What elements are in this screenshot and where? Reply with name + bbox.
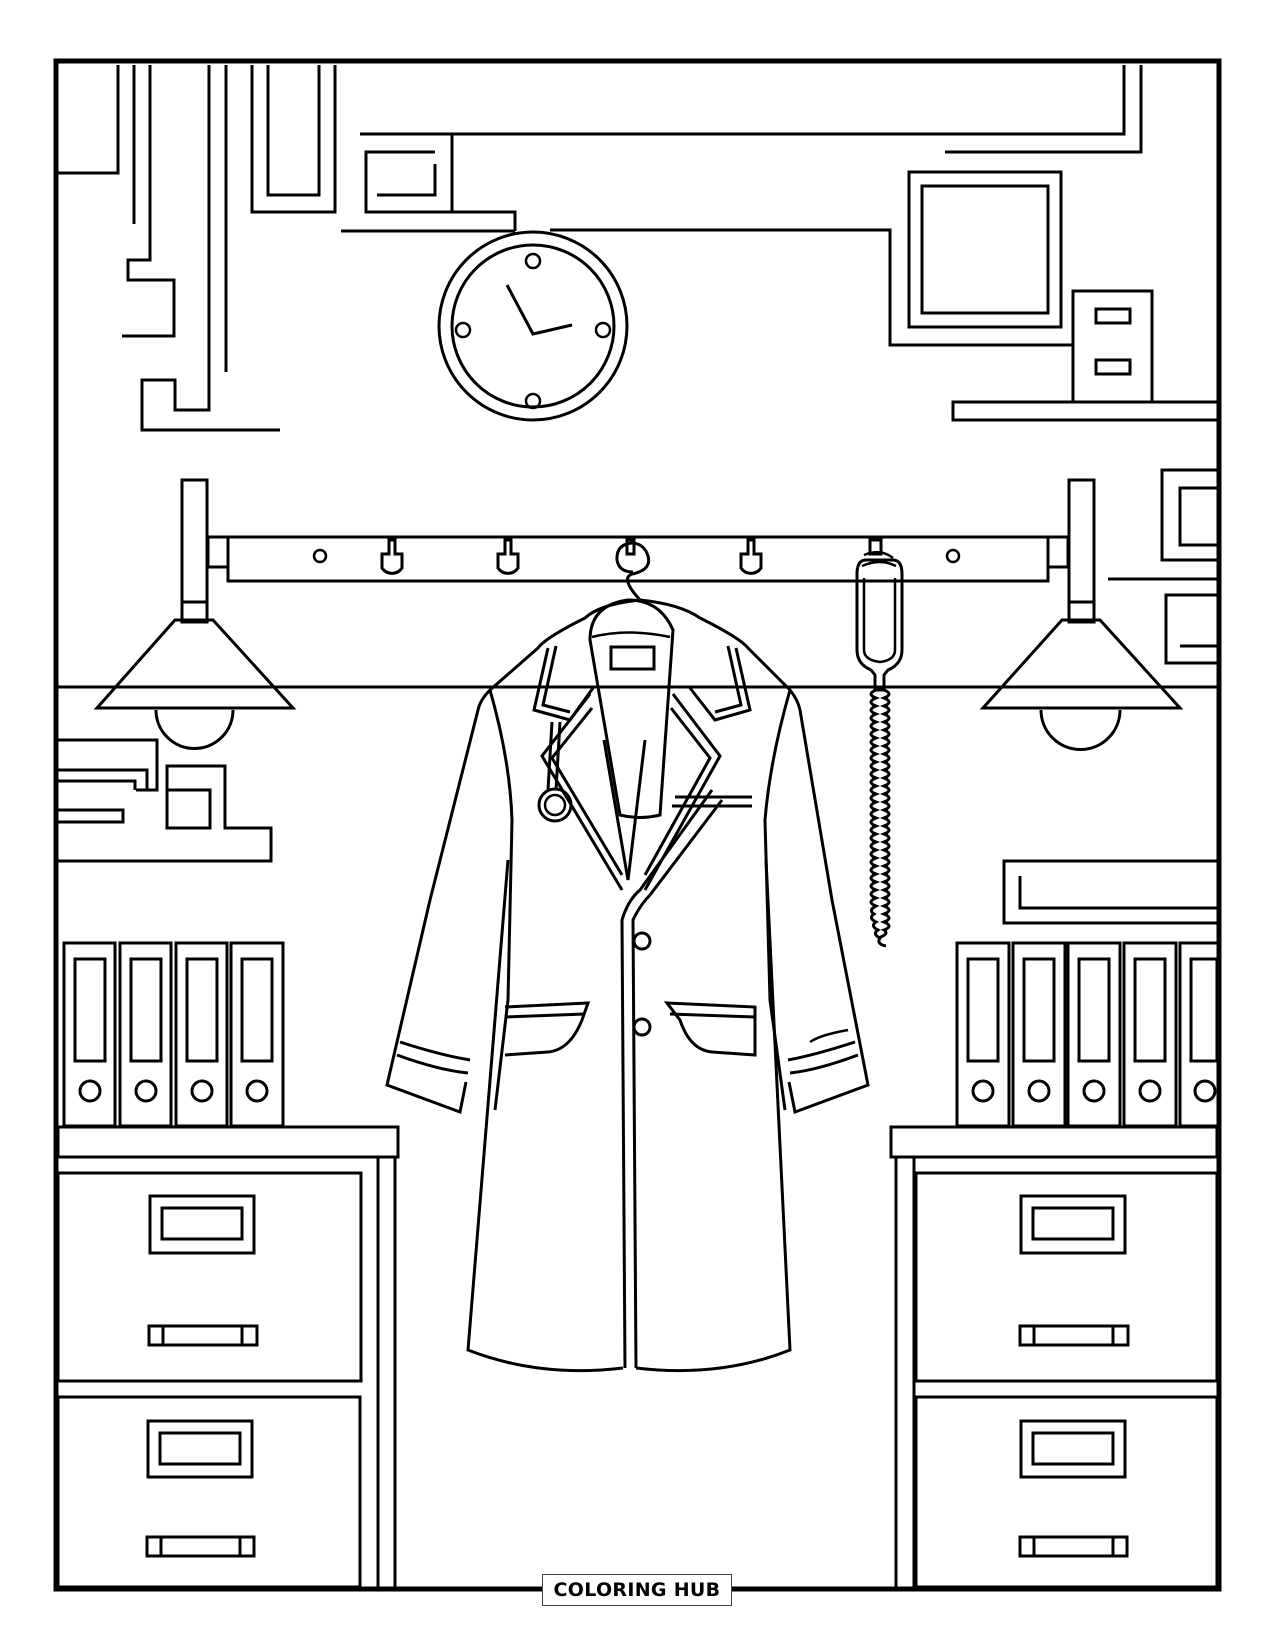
binder-icon [1066,941,1122,1128]
hook-icon [496,538,520,575]
coat-button [632,1017,652,1037]
drawer[interactable] [56,1395,362,1589]
file-cabinet-left [56,1125,400,1589]
hanger-hook-icon [615,538,651,602]
label-holder [148,1194,256,1255]
wall-clock-icon [437,230,629,422]
drawer-handle-icon[interactable] [147,1324,259,1347]
wall-decor-top-right [550,65,1217,422]
picture-frame [907,170,1063,329]
coat-button [632,931,652,951]
drawer-handle-icon[interactable] [1018,1535,1129,1558]
binder-icon [229,941,285,1128]
brand-label: COLORING HUB [542,1574,732,1606]
binder-icon [1011,941,1067,1128]
wall-decor-left [58,738,273,863]
binders-left [62,941,285,1128]
binder-icon [1178,941,1220,1128]
wall-decor-top-left [58,65,1126,432]
label-holder [1019,1194,1127,1255]
name-tag [609,645,656,671]
drawer[interactable] [914,1395,1219,1589]
hook-icon [380,538,404,575]
wall-phone-icon [855,550,904,948]
label-holder [1019,1419,1127,1479]
hanger-neck [588,598,675,819]
drawer[interactable] [914,1171,1219,1383]
binder-icon [118,941,173,1128]
label-holder [146,1419,254,1479]
binder-icon [174,941,229,1128]
coat-rack [206,535,1070,602]
stethoscope-icon [537,721,573,823]
wall-decor-right [1002,468,1217,925]
lamp-right-icon [979,478,1184,751]
drawer-handle-icon[interactable] [1018,1324,1130,1347]
drawer[interactable] [56,1171,363,1383]
file-cabinet-right [889,1125,1219,1589]
hook-icon [739,538,763,575]
lamp-left-icon [93,478,297,750]
binders-right [955,941,1220,1128]
sleeve-zipper [809,1028,849,1044]
binder-icon [1122,941,1178,1128]
peg-icon [945,548,961,564]
page-frame [53,58,1222,1592]
lab-coat-icon [385,598,870,1373]
peg-icon [312,548,328,564]
binder-icon [62,941,117,1128]
binder-icon [955,941,1011,1128]
drawer-handle-icon[interactable] [145,1535,256,1558]
